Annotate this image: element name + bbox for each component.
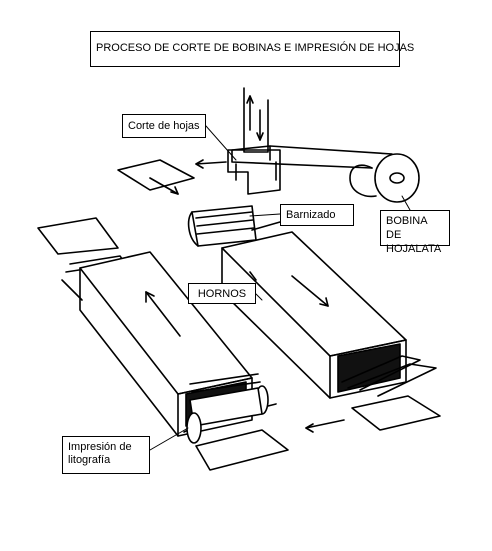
diagram-title: PROCESO DE CORTE DE BOBINAS E IMPRESIÓN … [90, 31, 414, 67]
label-hornos: HORNOS [188, 283, 256, 304]
cutter-blade [228, 88, 280, 194]
output-sheets [306, 356, 440, 432]
arrow-left-cut [196, 160, 226, 168]
label-barnizado: Barnizado [280, 204, 354, 226]
right-oven [222, 232, 406, 398]
varnishing-rollers [189, 206, 280, 246]
label-bobina: BOBINA DE HOJALATA [380, 210, 450, 255]
cut-sheet [118, 160, 194, 194]
litho-rollers [184, 374, 288, 470]
leader-lines [150, 126, 410, 450]
label-corte-de-hojas: Corte de hojas [122, 114, 206, 138]
tinplate-coil [350, 154, 419, 202]
label-impresion: Impresión de litografía [62, 436, 150, 474]
